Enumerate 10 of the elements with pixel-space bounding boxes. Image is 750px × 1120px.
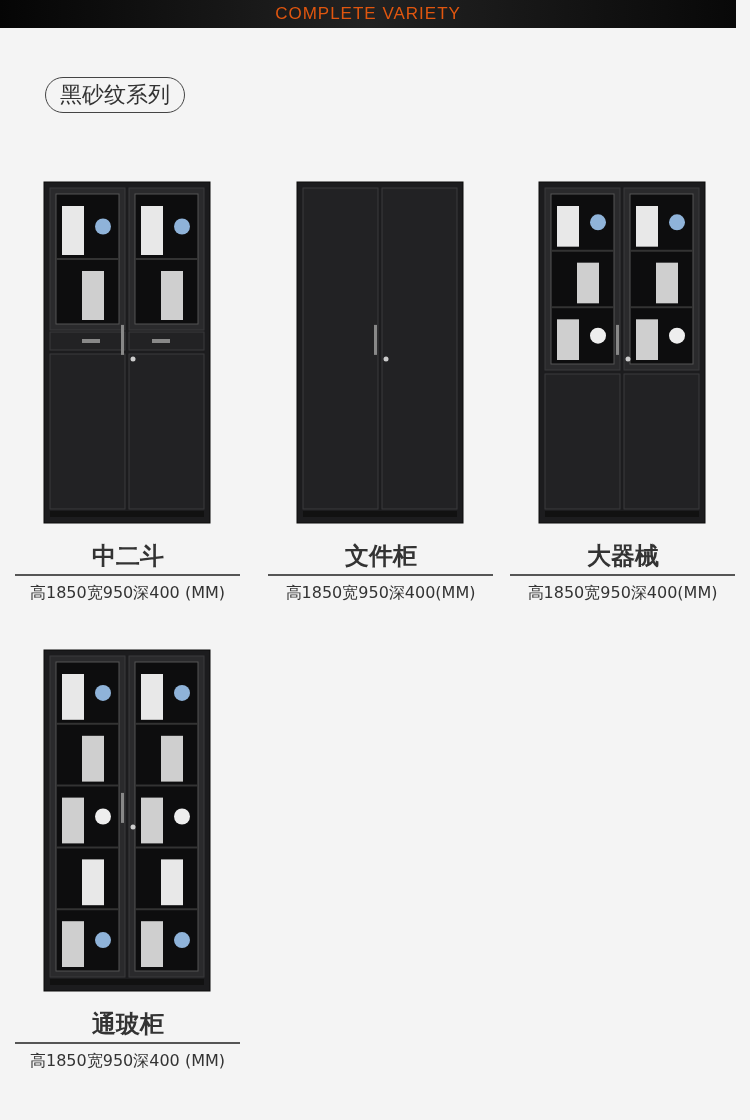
dimension-text: 高1850宽950深400(MM) bbox=[284, 583, 477, 604]
product-name: 大器械 bbox=[510, 540, 735, 576]
product-name: 通玻柜 bbox=[15, 1008, 240, 1044]
series-tag: 黑砂纹系列 bbox=[45, 77, 185, 113]
header-text: COMPLETE VARIETY bbox=[274, 4, 462, 24]
product-name: 中二斗 bbox=[15, 540, 240, 576]
dimension-text: 高1850宽950深400 (MM) bbox=[29, 583, 226, 604]
dimension-text: 高1850宽950深400(MM) bbox=[526, 583, 719, 604]
dimension-text: 高1850宽950深400 (MM) bbox=[29, 1051, 226, 1072]
product-name: 文件柜 bbox=[268, 540, 493, 576]
